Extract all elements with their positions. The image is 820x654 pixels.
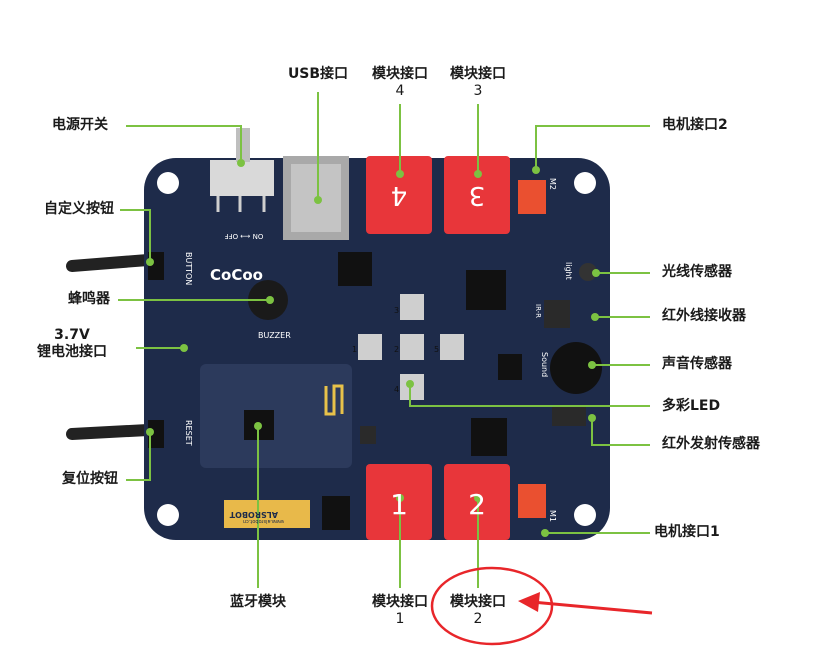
led-5-silk: 5 [434, 345, 439, 354]
highlight-circle [430, 566, 554, 646]
ir-silk: IR-R [534, 304, 542, 318]
module-1-number: 1 [390, 488, 408, 521]
pin-header [322, 496, 350, 530]
label-battery-port: 3.7V 锂电池接口 [37, 327, 107, 361]
brand-plate [224, 500, 310, 528]
led-4-silk: 4 [394, 385, 399, 394]
label-custom-button: 自定义按钮 [44, 201, 114, 217]
label-battery-name: 锂电池接口 [37, 344, 107, 360]
label-module-port-1-title: 模块接口 [372, 594, 428, 610]
label-usb-port: USB接口 [287, 66, 349, 82]
label-light-sensor: 光线传感器 [662, 264, 732, 280]
label-motor-port-2: 电机接口2 [662, 117, 728, 133]
label-motor-port-1: 电机接口1 [654, 524, 720, 540]
onoff-silk: ON ⟷ OFF [225, 232, 264, 240]
leader-dots [146, 159, 600, 537]
label-multicolor-led: 多彩LED [662, 398, 721, 414]
led-3-silk: 3 [394, 306, 399, 315]
label-module-port-2: 模块接口 2 [450, 594, 506, 628]
label-module-port-1: 模块接口 1 [372, 594, 428, 628]
label-module-port-3-number: 3 [473, 83, 483, 99]
mounting-holes [157, 172, 596, 526]
led-pads [358, 294, 464, 400]
logo-silk: CoCoo [210, 266, 263, 284]
reset-cable [66, 424, 154, 440]
label-module-port-1-number: 1 [395, 611, 405, 627]
m2-silk: M2 [548, 178, 557, 190]
label-module-port-4-title: 模块接口 [372, 66, 428, 82]
brand-silk: ALSROBOT [229, 510, 278, 519]
label-power-switch: 电源开关 [52, 117, 108, 133]
label-battery-voltage: 3.7V [54, 327, 90, 343]
label-module-port-4: 模块接口 4 [372, 66, 428, 100]
label-module-port-3: 模块接口 3 [450, 66, 506, 100]
label-reset-button: 复位按钮 [62, 471, 118, 487]
leader-lines [118, 92, 650, 588]
light-silk: light [564, 262, 573, 280]
module-2-number: 2 [468, 488, 486, 521]
m1-silk: M1 [548, 510, 557, 522]
label-module-port-3-title: 模块接口 [450, 66, 506, 82]
label-module-port-4-number: 4 [395, 83, 405, 99]
led-1-silk: 1 [352, 345, 357, 354]
bluetooth-board [200, 364, 352, 468]
label-ir-transmitter: 红外发射传感器 [662, 436, 760, 452]
silkscreen: 4 3 1 2 BUTTON RESET BUZZER light IR-R S… [184, 178, 573, 524]
label-ir-receiver: 红外线接收器 [662, 308, 746, 324]
button-cable [66, 254, 154, 272]
reset-silk: RESET [184, 420, 193, 446]
label-module-port-2-number: 2 [473, 611, 483, 627]
module-ports [366, 156, 510, 540]
module-4-number: 4 [391, 180, 408, 210]
buzzer-silk: BUZZER [258, 331, 291, 340]
led-2-silk: 2 [394, 345, 399, 354]
label-module-port-2-title: 模块接口 [450, 594, 506, 610]
sound-silk: Sound [540, 352, 549, 377]
module-3-number: 3 [469, 180, 486, 210]
label-buzzer: 蜂鸣器 [68, 291, 110, 307]
highlight-arrow [518, 592, 653, 615]
brand-url-silk: www.alsrobot.cn [243, 518, 284, 524]
label-bluetooth-module: 蓝牙模块 [230, 594, 286, 610]
label-sound-sensor: 声音传感器 [662, 356, 732, 372]
button-silk: BUTTON [184, 252, 193, 285]
board-components [148, 180, 602, 518]
